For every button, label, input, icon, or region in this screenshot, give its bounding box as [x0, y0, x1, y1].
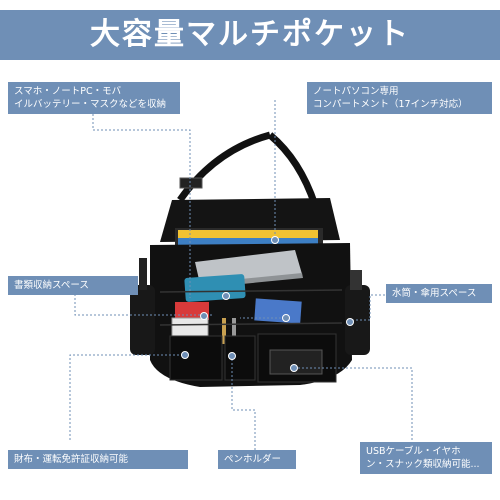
label-line: スマホ・ノートPC・モバ: [14, 86, 122, 97]
label-documents: 書類収納スペース: [8, 276, 138, 295]
label-line: ン・スナック類収納可能...: [366, 459, 480, 470]
label-wallet-license: 財布・運転免許証収納可能: [8, 450, 188, 469]
label-bottle-umbrella: 水筒・傘用スペース: [386, 284, 492, 303]
label-line: ペンホルダー: [224, 454, 282, 465]
label-usb-cable: USBケーブル・イヤホ ン・スナック類収納可能...: [360, 442, 492, 474]
marker-dot: [346, 318, 354, 326]
marker-dot: [282, 314, 290, 322]
title-banner: [0, 10, 500, 60]
label-line: コンパートメント（17インチ対応）: [313, 99, 468, 110]
marker-dot: [200, 312, 208, 320]
label-line: USBケーブル・イヤホ: [366, 446, 461, 457]
label-line: ノートパソコン専用: [313, 86, 399, 97]
label-line: 財布・運転免許証収納可能: [14, 454, 129, 465]
label-line: 水筒・傘用スペース: [392, 288, 477, 299]
label-line: 書類収納スペース: [14, 280, 89, 291]
label-small-items: スマホ・ノートPC・モバ イルバッテリー・マスクなどを収納: [8, 82, 180, 114]
marker-dot: [290, 364, 298, 372]
label-laptop-compartment: ノートパソコン専用 コンパートメント（17インチ対応）: [307, 82, 492, 114]
label-line: イルバッテリー・マスクなどを収納: [14, 99, 167, 110]
marker-dot: [228, 352, 236, 360]
label-pen-holder: ペンホルダー: [218, 450, 296, 469]
marker-dot: [271, 236, 279, 244]
marker-dot: [222, 292, 230, 300]
page-title: 大容量マルチポケット: [90, 17, 410, 52]
marker-dot: [181, 351, 189, 359]
